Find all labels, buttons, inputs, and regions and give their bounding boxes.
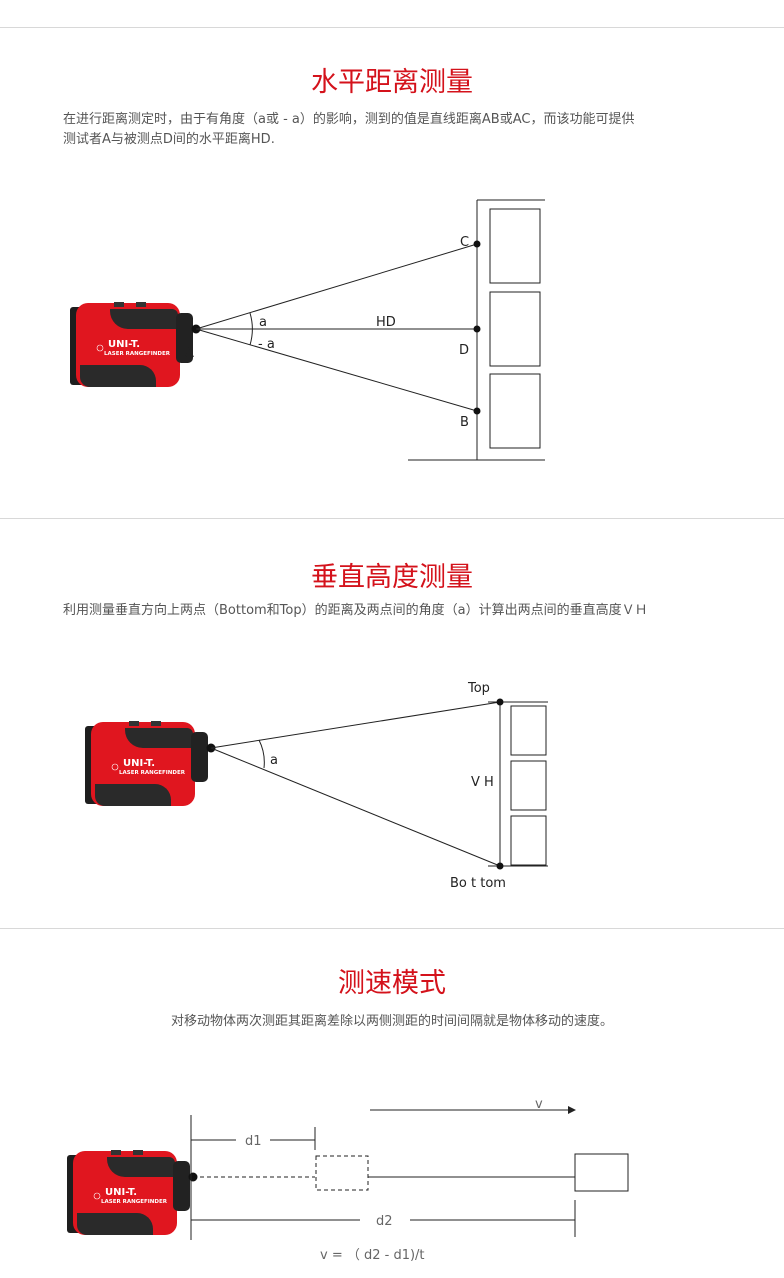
section-title-horizontal: 水平距离测量 xyxy=(311,67,473,98)
label-A: A xyxy=(196,756,205,771)
building-window xyxy=(489,291,541,367)
building-window xyxy=(489,373,541,449)
building-window xyxy=(510,705,547,756)
device-brand-logo: UNI-T. xyxy=(123,758,155,769)
section-description-speed: 对移动物体两次测距其距离差除以两侧测距的时间间隔就是物体移动的速度。 xyxy=(170,1014,613,1029)
device-model-label: LASER RANGEFINDER xyxy=(119,770,186,776)
section-description-horizontal: 在进行距离测定时，由于有角度（a或 - a）的影响，测到的值是直线距离AB或AC… xyxy=(63,110,634,150)
label-top: Top xyxy=(467,681,490,696)
label-a: a xyxy=(259,315,267,330)
label-bottom: Bo t tom xyxy=(450,876,506,891)
section-title-speed: 测速模式 xyxy=(338,968,446,999)
speed-mode-diagram: UNI-T. LASER RANGEFINDER v d1 d2 v = （ d… xyxy=(66,1097,629,1263)
label-v: v xyxy=(535,1097,543,1112)
building-window xyxy=(510,760,547,811)
label-d2: d2 xyxy=(376,1214,393,1229)
description-line: 测试者A与被测点D间的水平距离HD. xyxy=(63,132,275,147)
label-HD: HD xyxy=(376,315,396,330)
label-D: D xyxy=(459,343,469,358)
device-brand-logo: UNI-T. xyxy=(105,1187,137,1198)
divider xyxy=(0,518,784,519)
divider xyxy=(0,928,784,929)
horizontal-distance-diagram: UNI-T. LASER RANGEFINDER a - a A HD C xyxy=(69,199,545,461)
object-previous-position xyxy=(315,1155,369,1191)
device-brand-logo: UNI-T. xyxy=(108,339,140,350)
label-neg-a: - a xyxy=(258,337,275,352)
label-C: C xyxy=(460,235,469,250)
label-VH: V H xyxy=(471,775,494,790)
device-model-label: LASER RANGEFINDER xyxy=(101,1199,168,1205)
label-d1: d1 xyxy=(245,1134,262,1149)
divider xyxy=(0,27,784,28)
device-model-label: LASER RANGEFINDER xyxy=(104,351,171,357)
label-B: B xyxy=(460,415,469,430)
speed-formula: v = （ d2 - d1)/t xyxy=(320,1248,425,1263)
arrow-right-icon xyxy=(568,1106,576,1114)
building-window xyxy=(510,815,547,866)
description-line: 在进行距离测定时，由于有角度（a或 - a）的影响，测到的值是直线距离AB或AC… xyxy=(63,112,635,127)
building-window xyxy=(489,208,541,284)
moving-object xyxy=(574,1153,629,1192)
label-a: a xyxy=(270,753,278,768)
vertical-height-diagram: UNI-T. LASER RANGEFINDER a A Top V H Bo … xyxy=(84,681,548,891)
label-A: A xyxy=(185,346,194,361)
section-description-vertical: 利用测量垂直方向上两点（Bottom和Top）的距离及两点间的角度（a）计算出两… xyxy=(63,603,648,618)
section-title-vertical: 垂直高度测量 xyxy=(311,562,473,593)
